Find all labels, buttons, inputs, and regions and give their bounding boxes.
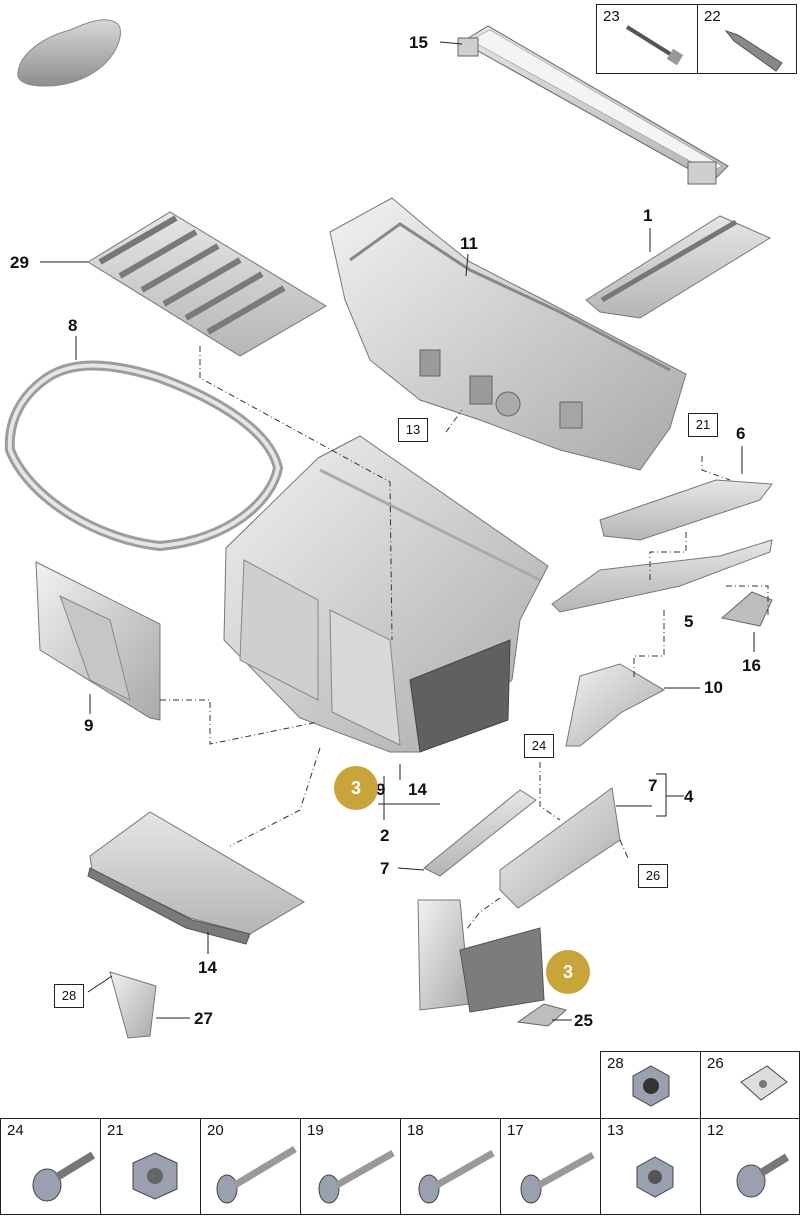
callout-6: 6 [736,424,746,443]
part-27-bracket [109,971,157,1039]
part-16-bracket [720,591,773,627]
part-1-reinforcement-strip [585,215,772,319]
callout-29: 29 [10,253,29,272]
boxed-ref-21: 21 [688,413,718,437]
part-11-bulkhead [329,197,687,471]
rivet-icon [216,1145,297,1204]
callout-10: 10 [704,678,723,697]
parts-cell-18: 18 [400,1118,501,1215]
boxed-ref-28: 28 [54,984,84,1008]
parts-cell-28: 28 [600,1051,701,1119]
parts-cell-22: 22 [697,4,797,74]
callout-16: 16 [742,656,761,675]
part-3-lower-assembly [417,899,545,1013]
sealant-tube-icon [724,29,783,72]
callout-9-side-panel: 9 [84,716,94,735]
callout-5: 5 [684,612,694,631]
callout-2: 2 [380,826,390,845]
callout-1: 1 [643,206,653,225]
part-15-cross-member [457,25,729,185]
callout-8: 8 [68,316,78,335]
parts-cell-17: 17 [500,1118,601,1215]
part-2-front-structure [223,435,549,753]
callout-25: 25 [574,1011,593,1030]
part-8-window-frame [4,360,284,552]
car-icon [17,19,121,87]
callout-14-floor: 14 [198,958,217,977]
callout-11: 11 [460,234,478,253]
boxed-ref-24: 24 [524,734,554,758]
parts-illustration [4,19,773,1039]
part-5-lower-rail [551,539,773,613]
rivet-icon [520,1151,595,1204]
callout-7-upper: 7 [648,776,658,795]
callout-7-lower: 7 [380,859,390,878]
rivet-icon [418,1149,495,1204]
parts-cell-23: 23 [596,4,698,74]
pin-icon [625,25,684,66]
callout-15: 15 [409,33,428,52]
callout-4: 4 [684,787,694,806]
part-6-upper-rail [599,479,773,541]
callout-9-assembly: 9 [376,780,386,799]
reference-lines [160,346,769,931]
clip-icon [740,1065,788,1101]
flange-nut-icon [632,1065,670,1107]
parts-cell-21: 21 [100,1118,201,1215]
part-10-wheel-arch [565,663,666,747]
bolt-icon [32,1151,96,1202]
part-29-corrugated-panel [87,211,327,357]
assembly-marker-3-lower: 3 [546,950,590,994]
part-9-side-panel [35,561,161,721]
rivet-icon [318,1149,395,1204]
screw-icon [736,1153,790,1198]
parts-cell-19: 19 [300,1118,401,1215]
assembly-marker-3: 3 [334,766,378,810]
parts-cell-12: 12 [700,1118,800,1215]
parts-cell-24: 24 [0,1118,101,1215]
hex-nut-icon [132,1152,178,1200]
boxed-ref-26: 26 [638,864,668,888]
nut-icon [636,1156,674,1198]
callout-27: 27 [194,1009,213,1028]
part-14-floor-pan [87,811,305,945]
part-7-member-lower [499,787,621,909]
parts-cell-13: 13 [600,1118,701,1215]
boxed-ref-13: 13 [398,418,428,442]
parts-cell-20: 20 [200,1118,301,1215]
callout-14-assembly: 14 [408,780,427,799]
parts-cell-26: 26 [700,1051,800,1119]
part-7-member-upper [423,789,537,877]
part-25-clip [516,1003,568,1027]
